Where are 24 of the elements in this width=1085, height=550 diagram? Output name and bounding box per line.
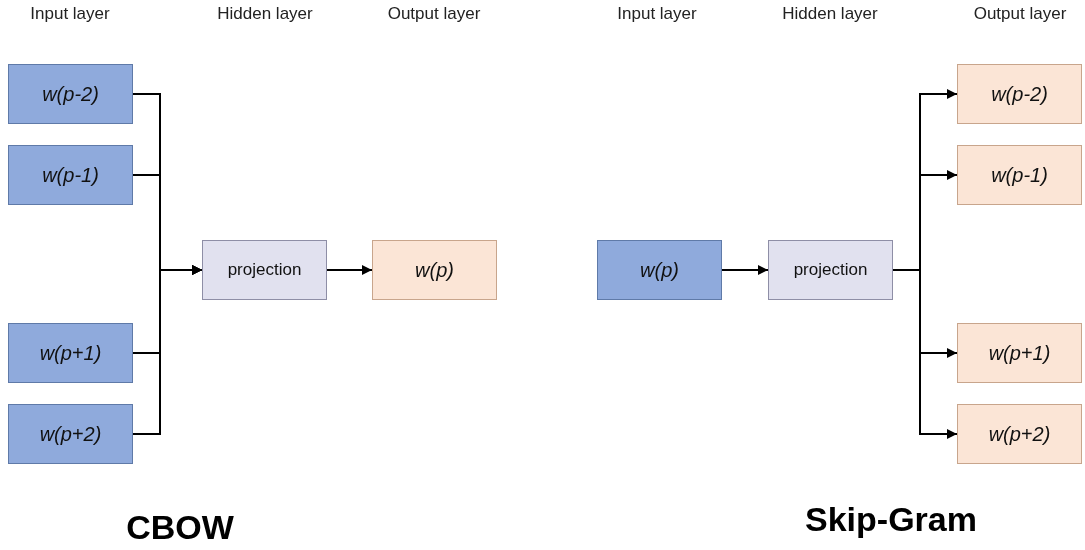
input-word-box: w(p-2) bbox=[8, 64, 133, 124]
projection-box: projection bbox=[768, 240, 893, 300]
arrow bbox=[132, 265, 203, 435]
arrow bbox=[326, 265, 373, 275]
input-word-box: w(p-1) bbox=[8, 145, 133, 205]
layer-heading: Output layer bbox=[387, 4, 481, 24]
arrow bbox=[892, 269, 958, 439]
output-word-box: w(p) bbox=[372, 240, 497, 300]
layer-heading: Hidden layer bbox=[782, 4, 878, 24]
output-word-box: w(p+1) bbox=[957, 323, 1082, 383]
layer-heading: Input layer bbox=[617, 4, 697, 24]
input-word-box: w(p+1) bbox=[8, 323, 133, 383]
layer-heading: Output layer bbox=[973, 4, 1067, 24]
projection-box: projection bbox=[202, 240, 327, 300]
layer-heading: Input layer bbox=[30, 4, 110, 24]
input-word-box: w(p) bbox=[597, 240, 722, 300]
arrow bbox=[721, 265, 769, 275]
output-word-box: w(p-2) bbox=[957, 64, 1082, 124]
model-title: Skip-Gram bbox=[805, 500, 977, 539]
output-word-box: w(p+2) bbox=[957, 404, 1082, 464]
layer-heading: Hidden layer bbox=[217, 4, 313, 24]
model-title: CBOW bbox=[126, 508, 234, 547]
output-word-box: w(p-1) bbox=[957, 145, 1082, 205]
input-word-box: w(p+2) bbox=[8, 404, 133, 464]
